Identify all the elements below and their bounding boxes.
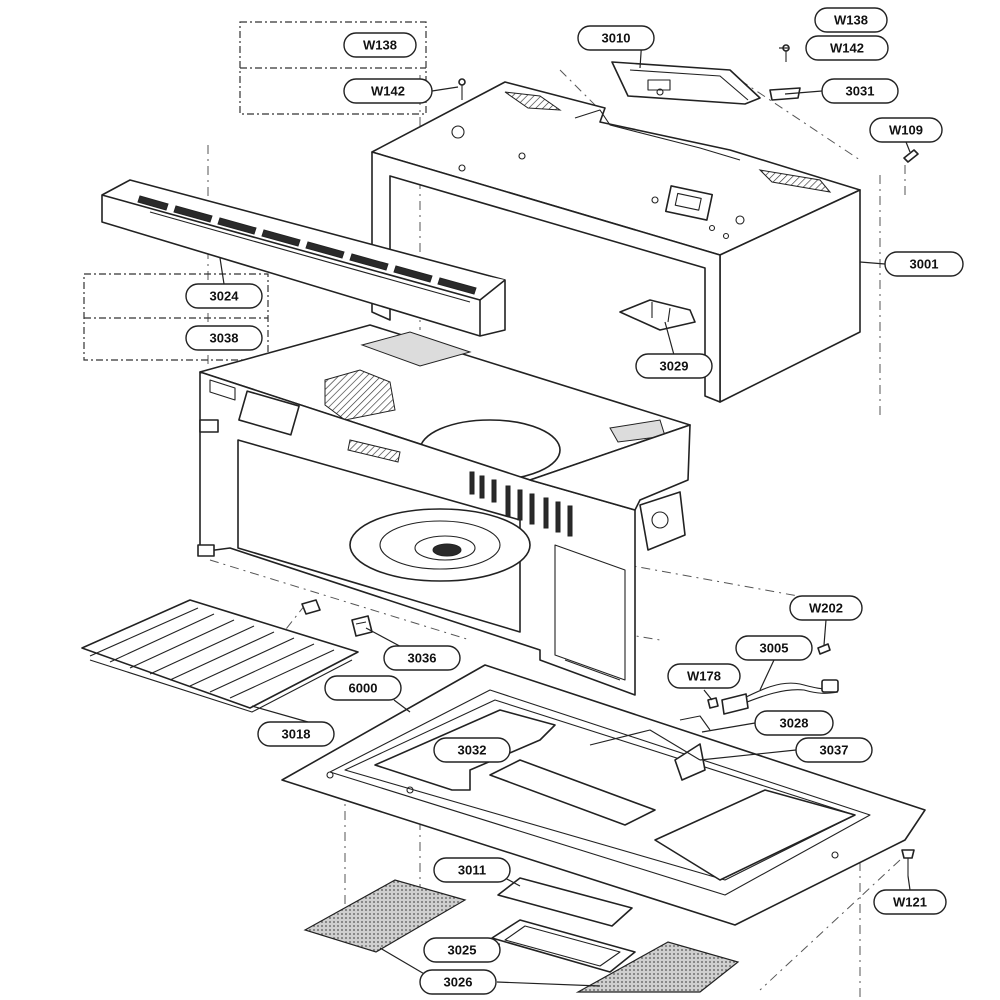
screw-w178 [707,697,719,709]
callout-3025: 3025 [423,937,501,963]
callout-3001: 3001 [884,251,964,277]
callout-w121: W121 [873,889,947,915]
callout-3010: 3010 [577,25,655,51]
label-w178: W178 [687,669,721,684]
label-3029: 3029 [660,359,689,374]
callout-w142-top: W142 [805,35,889,61]
callout-3024: 3024 [185,283,263,309]
label-3005: 3005 [760,641,789,656]
label-3010: 3010 [602,31,631,46]
chassis-vent-slots [469,471,573,537]
label-3032: 3032 [458,743,487,758]
label-3018: 3018 [282,727,311,742]
grille-slots [137,195,477,303]
rack-3018 [81,599,359,713]
label-3026: 3026 [444,975,473,990]
callout-w138-box: W138 [343,32,417,58]
callout-w178: W178 [667,663,741,689]
bracket-3029 [619,299,696,331]
label-w109: W109 [889,123,923,138]
callout-3031: 3031 [821,78,899,104]
callout-w138-top: W138 [814,7,888,33]
label-3036: 3036 [408,651,437,666]
clip-part [301,599,321,615]
label-w142-top: W142 [830,41,864,56]
label-3037: 3037 [820,743,849,758]
label-3038: 3038 [210,331,239,346]
label-w138-top: W138 [834,13,868,28]
label-3028: 3028 [780,716,809,731]
option-box-top [239,21,427,115]
switch-part-3036 [351,615,373,637]
callout-3029: 3029 [635,353,713,379]
bracket-plate-3010 [611,61,801,105]
lamp-holder-3025 [491,919,636,973]
callout-3018: 3018 [257,721,335,747]
label-w202: W202 [809,601,843,616]
grease-filter-3026-left [303,879,467,953]
label-w138-box: W138 [363,38,397,53]
callout-3036: 3036 [383,645,461,671]
outer-cabinet-3001 [371,81,861,403]
callout-6000: 6000 [324,675,402,701]
grease-filter-3026-right [575,941,740,993]
label-3031: 3031 [846,84,875,99]
label-3024: 3024 [210,289,240,304]
callout-3026: 3026 [419,969,497,995]
callout-3011: 3011 [433,857,511,883]
wire-harness-3005 [721,679,839,715]
screw-w121 [901,849,915,876]
screw-w109 [903,149,919,163]
screw-w202 [817,643,831,655]
screw-w142-top [782,44,790,62]
option-box-left [83,273,269,361]
light-cover-3011 [497,877,633,927]
callout-w109: W109 [869,117,943,143]
oven-chassis [197,324,691,696]
label-6000: 6000 [349,681,378,696]
callout-3032: 3032 [433,737,511,763]
callout-3037: 3037 [795,737,873,763]
callout-3038: 3038 [185,325,263,351]
label-3001: 3001 [910,257,939,272]
callout-3028: 3028 [754,710,834,736]
label-w142-box: W142 [371,84,405,99]
label-3011: 3011 [458,863,486,878]
callout-3005: 3005 [735,635,813,661]
label-w121: W121 [893,895,927,910]
grille-vent-3024 [101,179,506,337]
callout-w142-box: W142 [343,78,433,104]
callout-w202: W202 [789,595,863,621]
screw-w142-left [458,78,466,100]
label-3025: 3025 [448,943,477,958]
base-plate-6000 [281,664,926,926]
